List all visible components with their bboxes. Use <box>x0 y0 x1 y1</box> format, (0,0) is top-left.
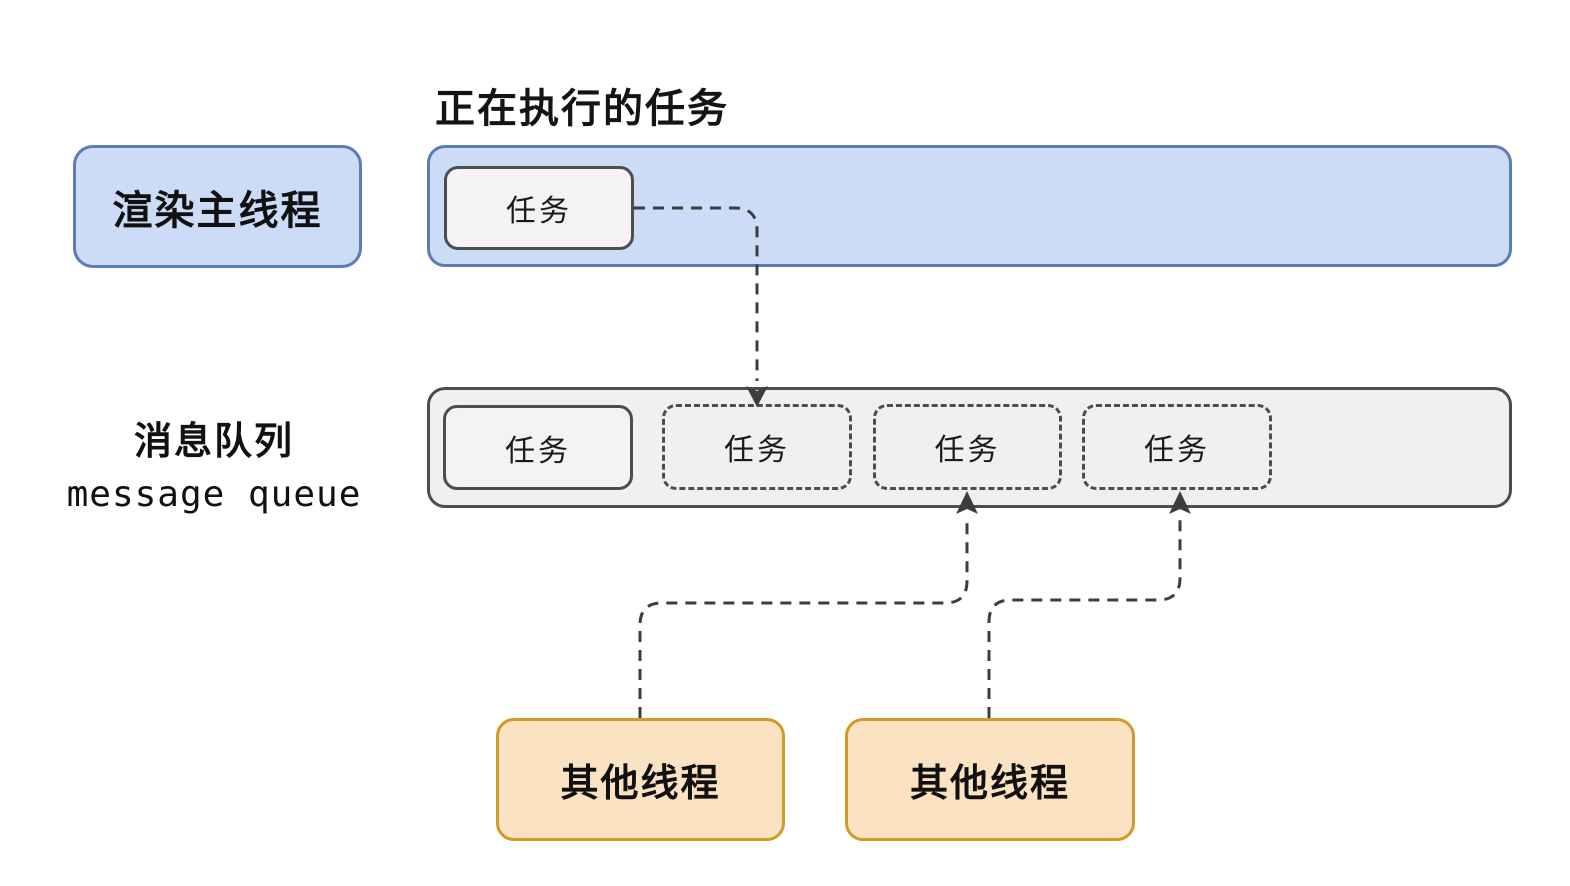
queue-task-box-4: 任务 <box>1082 404 1272 490</box>
queue-label-zh: 消息队列 <box>133 421 294 463</box>
queue-task-box-3: 任务 <box>873 404 1062 490</box>
queue-label: 消息队列 message queue <box>25 410 403 515</box>
other-thread-label: 其他线程 <box>909 763 1070 805</box>
main-thread-box: 渲染主线程 <box>73 145 362 268</box>
queue-task-label: 任务 <box>1144 434 1210 467</box>
queue-label-en: message queue <box>66 474 362 515</box>
connector-other-thread-2-to-queue <box>987 518 1182 718</box>
other-thread-label: 其他线程 <box>560 763 721 805</box>
main-thread-label: 渲染主线程 <box>112 188 323 233</box>
queue-task-box-1: 任务 <box>443 405 633 490</box>
other-thread-box-1: 其他线程 <box>496 718 785 841</box>
other-thread-box-2: 其他线程 <box>845 718 1135 841</box>
queue-task-box-2: 任务 <box>662 404 852 490</box>
queue-task-label: 任务 <box>934 434 1001 467</box>
queue-task-label: 任务 <box>724 434 790 467</box>
connector-other-thread-1-to-queue <box>638 518 969 718</box>
queue-task-label: 任务 <box>505 434 571 468</box>
running-task-label: 任务 <box>506 195 572 228</box>
running-task-box: 任务 <box>444 166 634 250</box>
running-task-title: 正在执行的任务 <box>435 87 729 131</box>
